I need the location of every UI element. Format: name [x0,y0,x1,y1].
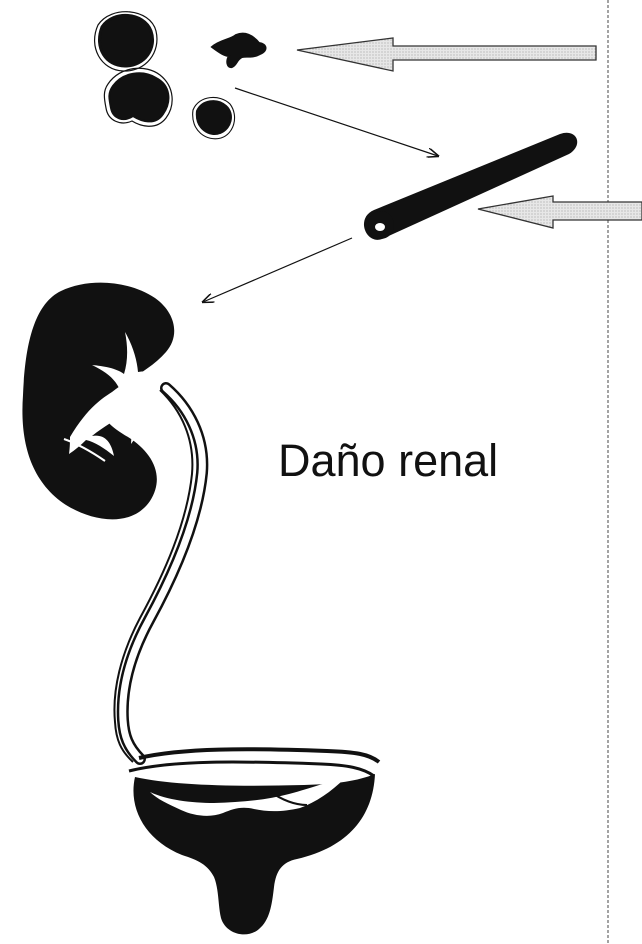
kidney [22,283,194,520]
particle-1 [99,15,152,66]
tube-to-kidney-arrow [203,238,352,302]
particle-4 [197,101,231,134]
upper-input-arrow [297,38,596,71]
bladder [129,749,379,934]
renal-damage-label: Daño renal [278,438,498,483]
middle-input-arrow [478,196,642,228]
particle-3 [109,73,168,121]
particle-2 [212,34,266,67]
particle-to-tube-arrow [235,88,438,156]
particle-cluster [95,12,266,139]
